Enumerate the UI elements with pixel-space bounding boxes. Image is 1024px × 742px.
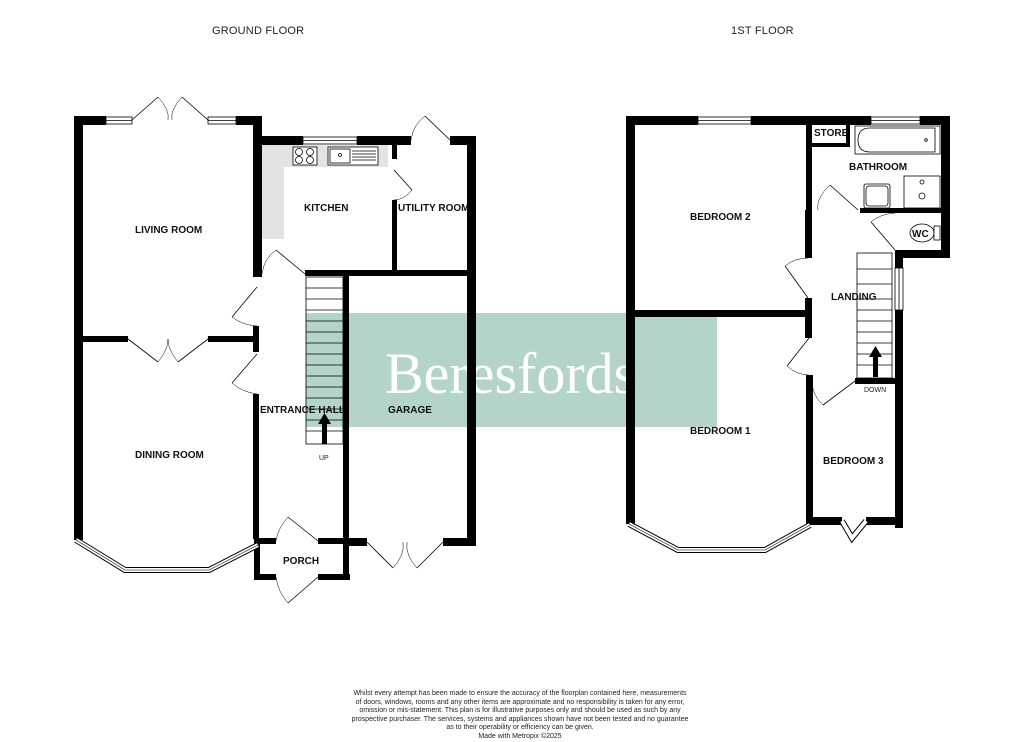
room-label-bedroom-2: BEDROOM 2: [690, 212, 751, 223]
first-floor-fixtures: [627, 116, 941, 553]
disclaimer: Whilst every attempt has been made to en…: [330, 690, 710, 742]
disclaimer-line: Whilst every attempt has been made to en…: [353, 690, 687, 697]
room-label-landing: LANDING: [831, 292, 877, 303]
room-label-utility-room: UTILITY ROOM: [398, 203, 469, 214]
disclaimer-line: omission or mis-statement. This plan is …: [359, 707, 681, 715]
stairs-up-arrow-icon: [318, 413, 331, 444]
room-label-bathroom: BATHROOM: [849, 162, 907, 173]
disclaimer-line: as to their operability or efficiency ca…: [446, 724, 594, 732]
room-label-bedroom-1: BEDROOM 1: [690, 426, 751, 437]
disclaimer-line: of doors, windows, rooms and any other i…: [355, 698, 685, 706]
first-floor-plan: [626, 116, 950, 528]
room-label-bedroom-3: BEDROOM 3: [823, 456, 884, 467]
room-label-kitchen: KITCHEN: [304, 203, 348, 214]
metropix-credit: Made with Metropix ©2025: [478, 732, 562, 740]
first-floor-title: 1ST FLOOR: [731, 25, 794, 37]
stairs-up-label: UP: [319, 455, 329, 462]
ground-floor-title: GROUND FLOOR: [212, 25, 305, 37]
stairs-down-label: DOWN: [864, 387, 886, 394]
room-label-living-room: LIVING ROOM: [135, 225, 202, 236]
room-label-wc: WC: [912, 229, 929, 240]
watermark-band: [306, 313, 717, 427]
room-label-porch: PORCH: [283, 556, 319, 567]
watermark-text: Beresfords: [385, 341, 636, 406]
stairs-down-arrow-icon: [869, 346, 882, 377]
room-label-store: STORE: [814, 128, 849, 139]
room-label-dining-room: DINING ROOM: [135, 450, 204, 461]
disclaimer-line: prospective purchaser. The services, sys…: [351, 715, 689, 723]
room-label-entrance-hall: ENTRANCE HALL: [260, 405, 345, 416]
room-label-garage: GARAGE: [388, 405, 432, 416]
